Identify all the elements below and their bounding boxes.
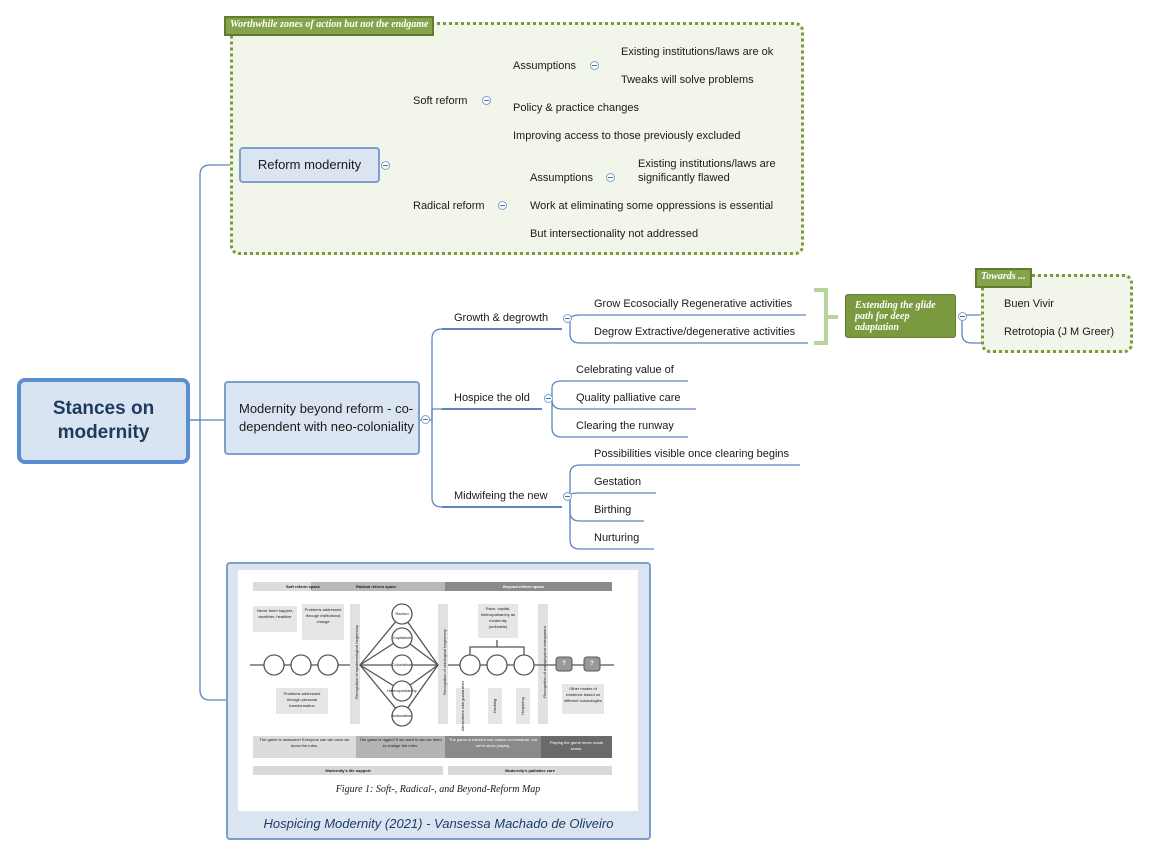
fig-question-1: ? [562, 661, 566, 667]
celebrating-value-label[interactable]: Celebrating value of [576, 364, 674, 376]
palliative-care-label[interactable]: Quality palliative care [576, 392, 681, 404]
collapse-glide-path-icon[interactable] [958, 312, 967, 321]
fig-note-happier: Never been happier, wealthier, healthier [256, 608, 294, 619]
birthing-label[interactable]: Birthing [594, 504, 632, 516]
towards-zone-label: Towards ... [975, 268, 1032, 288]
collapse-hospice-icon[interactable] [544, 394, 553, 403]
fig-header-radical: Radical reform space [356, 584, 397, 589]
fig-node-heteropatriarchy: Heteropatriarchy [387, 688, 417, 693]
fig-node-racism: Racism [395, 611, 409, 616]
fig-other-modes: Other modes of existence based on differ… [564, 686, 602, 703]
figure-caption: Figure 1: Soft-, Radical-, and Beyond-Re… [335, 784, 541, 795]
gestation-label[interactable]: Gestation [594, 476, 642, 488]
collapse-midwife-icon[interactable] [563, 492, 572, 501]
soft-assumption-2[interactable]: Tweaks will solve problems [621, 74, 754, 86]
fig-header-beyond: Beyond-reform space [503, 584, 545, 589]
fig-node-capitalism: Capitalism [392, 635, 412, 640]
root-topic-label: Stances on modernity [52, 398, 155, 443]
grow-regenerative-label[interactable]: Grow Ecosocially Regenerative activities [594, 298, 793, 310]
soft-reform-label[interactable]: Soft reform [413, 95, 468, 107]
glide-path-box[interactable]: Extending the glide path for deep adapta… [845, 294, 956, 338]
root-topic[interactable]: Stances on modernity [17, 378, 190, 464]
fig-node-colonialism: Colonialism [391, 662, 413, 667]
collapse-reform-icon[interactable] [381, 161, 390, 170]
beyond-reform-label: Modernity beyond reform - co-dependent w… [239, 401, 414, 434]
collapse-radical-reform-icon[interactable] [498, 201, 507, 210]
buen-vivir-label[interactable]: Buen Vivir [1004, 298, 1054, 310]
radical-assumption-1[interactable]: Existing institutions/laws are significa… [638, 158, 776, 184]
clearing-runway-label[interactable]: Clearing the runway [576, 420, 674, 432]
fig-footer-palliative: Modernity's palliative care [505, 768, 555, 773]
fig-beyond-note: Race, capital, heteropatriarchy as moder… [480, 606, 516, 629]
improving-access-label[interactable]: Improving access to those previously exc… [513, 130, 741, 142]
fig-footer-life-support: Modernity's life support [325, 768, 371, 773]
fig-beyond-hospicing: Hospicing [520, 697, 525, 715]
fig-question-2: ? [590, 661, 594, 667]
fig-game-never: Playing the game never made sense. [549, 740, 604, 751]
glide-path-label: Extending the glide path for deep adapta… [855, 299, 936, 333]
fig-note-personal: Problems addressed through personal tran… [283, 691, 321, 708]
fig-header-soft: Soft reform space [286, 584, 321, 589]
reform-zone-label: Worthwhile zones of action but not the e… [224, 16, 435, 36]
fig-vertical-ontological: Recognition of ontological hegemony [442, 629, 447, 695]
collapse-soft-reform-icon[interactable] [482, 96, 491, 105]
figure-image: Soft reform space Radical reform space B… [238, 570, 638, 811]
intersectionality-label[interactable]: But intersectionality not addressed [530, 228, 699, 240]
work-eliminating-label[interactable]: Work at eliminating some oppressions is … [530, 200, 774, 212]
hospice-old-label[interactable]: Hospice the old [454, 392, 530, 404]
fig-game-rigged: The game is rigged! If we want to win we… [359, 737, 442, 748]
collapse-soft-assumptions-icon[interactable] [590, 61, 599, 70]
reform-modernity-topic[interactable]: Reform modernity [239, 147, 380, 183]
figure-card[interactable]: Soft reform space Radical reform space B… [226, 562, 651, 840]
fig-beyond-alternatives: Alternatives with guarantees [460, 680, 465, 732]
fig-vertical-metaphysical: Recognition of metaphysical entrapment [542, 626, 547, 698]
nurturing-label[interactable]: Nurturing [594, 532, 640, 544]
figure-source-label: Hospicing Modernity (2021) - Vansessa Ma… [263, 816, 614, 831]
fig-note-institutional: Problems addressed through institutional… [304, 607, 342, 624]
radical-assumptions-label[interactable]: Assumptions [530, 172, 593, 184]
fig-vertical-epistemological: Recognition of epistemological hegemony [354, 624, 359, 700]
policy-changes-label[interactable]: Policy & practice changes [513, 102, 639, 114]
fig-game-awesome: The game is awesome! Everyone can win on… [259, 737, 350, 748]
possibilities-label[interactable]: Possibilities visible once clearing begi… [594, 448, 790, 460]
fig-game-harmful: The game is harmful and makes us immatur… [448, 737, 538, 748]
fig-beyond-hacking: Hacking [492, 698, 497, 714]
reform-modernity-label: Reform modernity [257, 157, 362, 172]
reform-zone [230, 22, 804, 255]
collapse-radical-assumptions-icon[interactable] [606, 173, 615, 182]
soft-assumptions-label[interactable]: Assumptions [513, 60, 576, 72]
collapse-beyond-icon[interactable] [421, 415, 430, 424]
beyond-reform-topic[interactable]: Modernity beyond reform - co-dependent w… [224, 381, 420, 455]
fig-node-nationalism: Nationalism [391, 713, 413, 718]
midwifeing-new-label[interactable]: Midwifeing the new [454, 490, 548, 502]
retrotopia-label[interactable]: Retrotopia (J M Greer) [1004, 326, 1115, 338]
reform-map-figure [250, 582, 614, 775]
collapse-growth-icon[interactable] [563, 314, 572, 323]
soft-assumption-1[interactable]: Existing institutions/laws are ok [621, 46, 774, 58]
radical-reform-label[interactable]: Radical reform [413, 200, 485, 212]
growth-degrowth-label[interactable]: Growth & degrowth [454, 312, 549, 324]
degrow-extractive-label[interactable]: Degrow Extractive/degenerative activitie… [594, 326, 796, 338]
